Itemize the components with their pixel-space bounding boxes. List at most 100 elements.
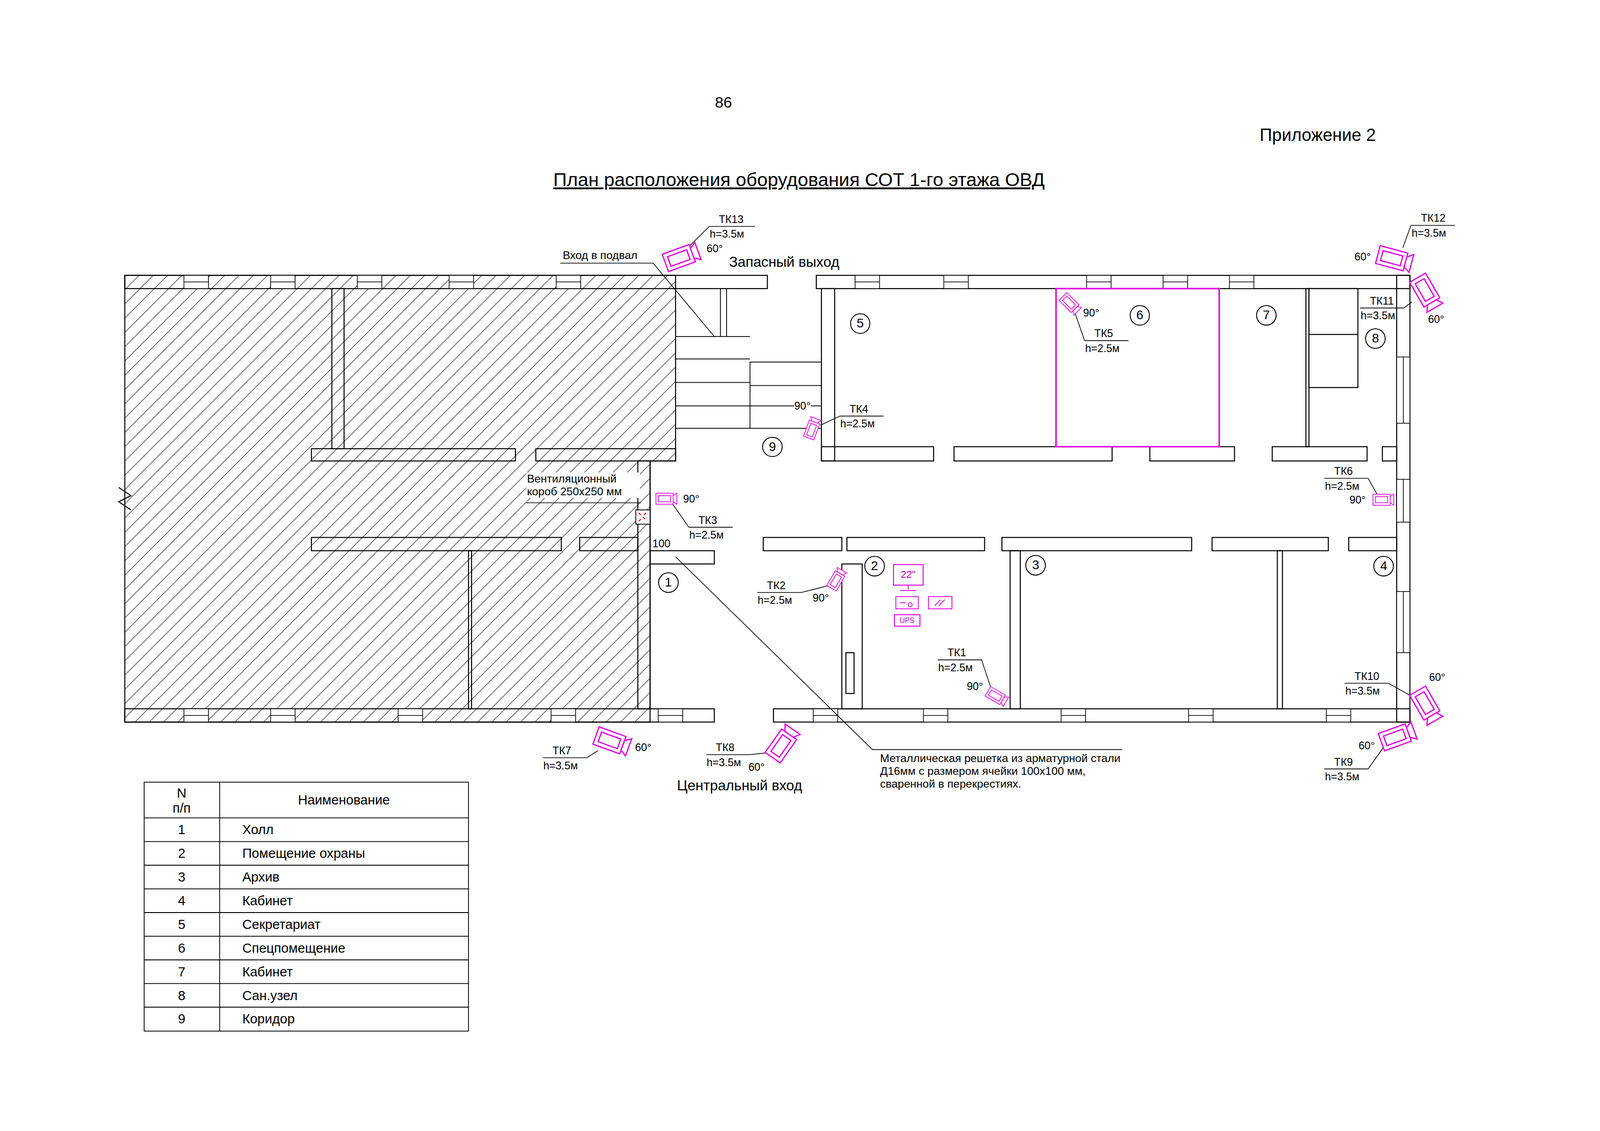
table-cell: Сан.узел <box>241 988 298 1004</box>
camera-height: h=3.5м <box>1345 685 1381 698</box>
room-number: 7 <box>1256 305 1277 326</box>
table-cell: Холл <box>241 822 275 838</box>
camera-angle: 60° <box>1427 313 1445 326</box>
camera-id: ТК10 <box>1354 670 1380 683</box>
camera-id: ТК12 <box>1420 212 1446 225</box>
camera <box>985 686 1009 707</box>
equipment-text: UPS <box>899 616 915 625</box>
equipment <box>928 596 952 609</box>
table-cell: Коридор <box>241 1011 296 1027</box>
vent-shaft <box>635 509 650 525</box>
table-line <box>144 782 469 1032</box>
camera-id: ТК4 <box>848 403 869 416</box>
note: Вход в подвал <box>562 249 639 262</box>
room-number: 9 <box>762 436 783 458</box>
leader-line <box>526 225 1455 769</box>
camera <box>662 242 702 272</box>
wall <box>1002 537 1192 551</box>
room-number-text: 4 <box>1380 559 1388 574</box>
leader-line <box>560 263 715 337</box>
wall <box>821 288 835 462</box>
camera-height: h=2.5м <box>688 529 725 542</box>
room-number-text: 5 <box>856 316 864 331</box>
wall <box>1211 537 1329 551</box>
camera-height: h=3.5м <box>709 228 745 241</box>
equipment <box>899 602 913 608</box>
leader-line <box>675 556 1123 750</box>
appendix-label: Приложение 2 <box>1259 125 1377 146</box>
note: Вентиляционный короб 250х250 мм <box>526 472 640 499</box>
camera-height: h=2.5м <box>757 594 793 607</box>
table-cell: 9 <box>177 1011 186 1027</box>
camera-id: ТК5 <box>1093 327 1114 340</box>
room-number: 4 <box>1373 555 1394 577</box>
table-cell: 1 <box>177 822 186 838</box>
room-number-text: 7 <box>1262 308 1271 323</box>
camera <box>1378 722 1418 752</box>
camera-id: ТК11 <box>1369 295 1394 308</box>
page-number: 86 <box>714 93 733 112</box>
room-number-text: 2 <box>871 559 879 574</box>
wall <box>763 537 842 551</box>
room-number: 6 <box>1129 305 1151 326</box>
camera-angle: 60° <box>1358 739 1376 753</box>
wall <box>1382 446 1397 461</box>
camera-angle: 90° <box>682 493 701 506</box>
room-number: 8 <box>1365 328 1386 349</box>
table-cell: Помещение охраны <box>241 846 366 862</box>
room-number: 3 <box>1025 555 1046 576</box>
table-cell: 8 <box>177 988 186 1004</box>
room-number-text: 1 <box>664 575 673 590</box>
table-cell: 2 <box>177 846 186 862</box>
camera <box>1372 494 1394 506</box>
dimension: 100 <box>652 537 671 551</box>
title: План расположения оборудования СОТ 1-го … <box>552 169 1045 192</box>
camera-angle: 90° <box>966 680 984 693</box>
camera-height: h=3.5м <box>706 756 742 769</box>
leader-line <box>672 503 733 528</box>
wall <box>535 448 676 462</box>
camera-angle: 90° <box>1349 493 1367 507</box>
room-number: 1 <box>658 572 679 593</box>
wall <box>579 537 638 551</box>
camera-angle: 90° <box>794 400 812 413</box>
note: Металлическая решетка из арматурной стал… <box>879 752 1136 791</box>
table-cell: Кабинет <box>241 893 294 909</box>
table-cell: Кабинет <box>241 964 294 980</box>
camera-angle: 60° <box>748 761 766 774</box>
camera-height: h=3.5м <box>1360 309 1396 323</box>
wall <box>1272 446 1367 461</box>
hatched-area <box>124 275 676 723</box>
table-header: N п/п <box>170 785 194 817</box>
equipment <box>934 599 945 606</box>
leader-line <box>1324 478 1377 495</box>
break-line <box>118 487 131 510</box>
wall <box>311 448 516 462</box>
wall <box>1277 550 1283 710</box>
room-number-text: 3 <box>1032 558 1040 573</box>
camera <box>1375 245 1414 273</box>
leader-line <box>1324 744 1386 769</box>
camera-angle: 60° <box>1428 671 1446 684</box>
camera-angle: 90° <box>1082 306 1101 320</box>
room-number-text: 9 <box>768 440 777 455</box>
special-room-outline <box>1055 288 1220 447</box>
equipment <box>895 596 919 609</box>
wall <box>954 446 1113 461</box>
entrance-label: Центральный вход <box>676 777 803 795</box>
wall <box>1010 550 1021 710</box>
wall <box>1149 446 1235 461</box>
table-cell: 5 <box>177 917 186 933</box>
camera-id: ТК1 <box>946 646 967 660</box>
camera-height: h=3.5м <box>542 759 579 773</box>
camera-angle: 60° <box>1354 250 1372 264</box>
room-number-text: 8 <box>1371 331 1380 346</box>
camera <box>765 724 801 764</box>
equipment <box>895 585 952 609</box>
table-grid <box>144 782 469 1032</box>
wall <box>124 275 768 289</box>
equipment <box>899 585 917 591</box>
camera-id: ТК7 <box>551 744 572 758</box>
table-cell: 3 <box>177 869 186 885</box>
room-number: 5 <box>850 313 871 334</box>
